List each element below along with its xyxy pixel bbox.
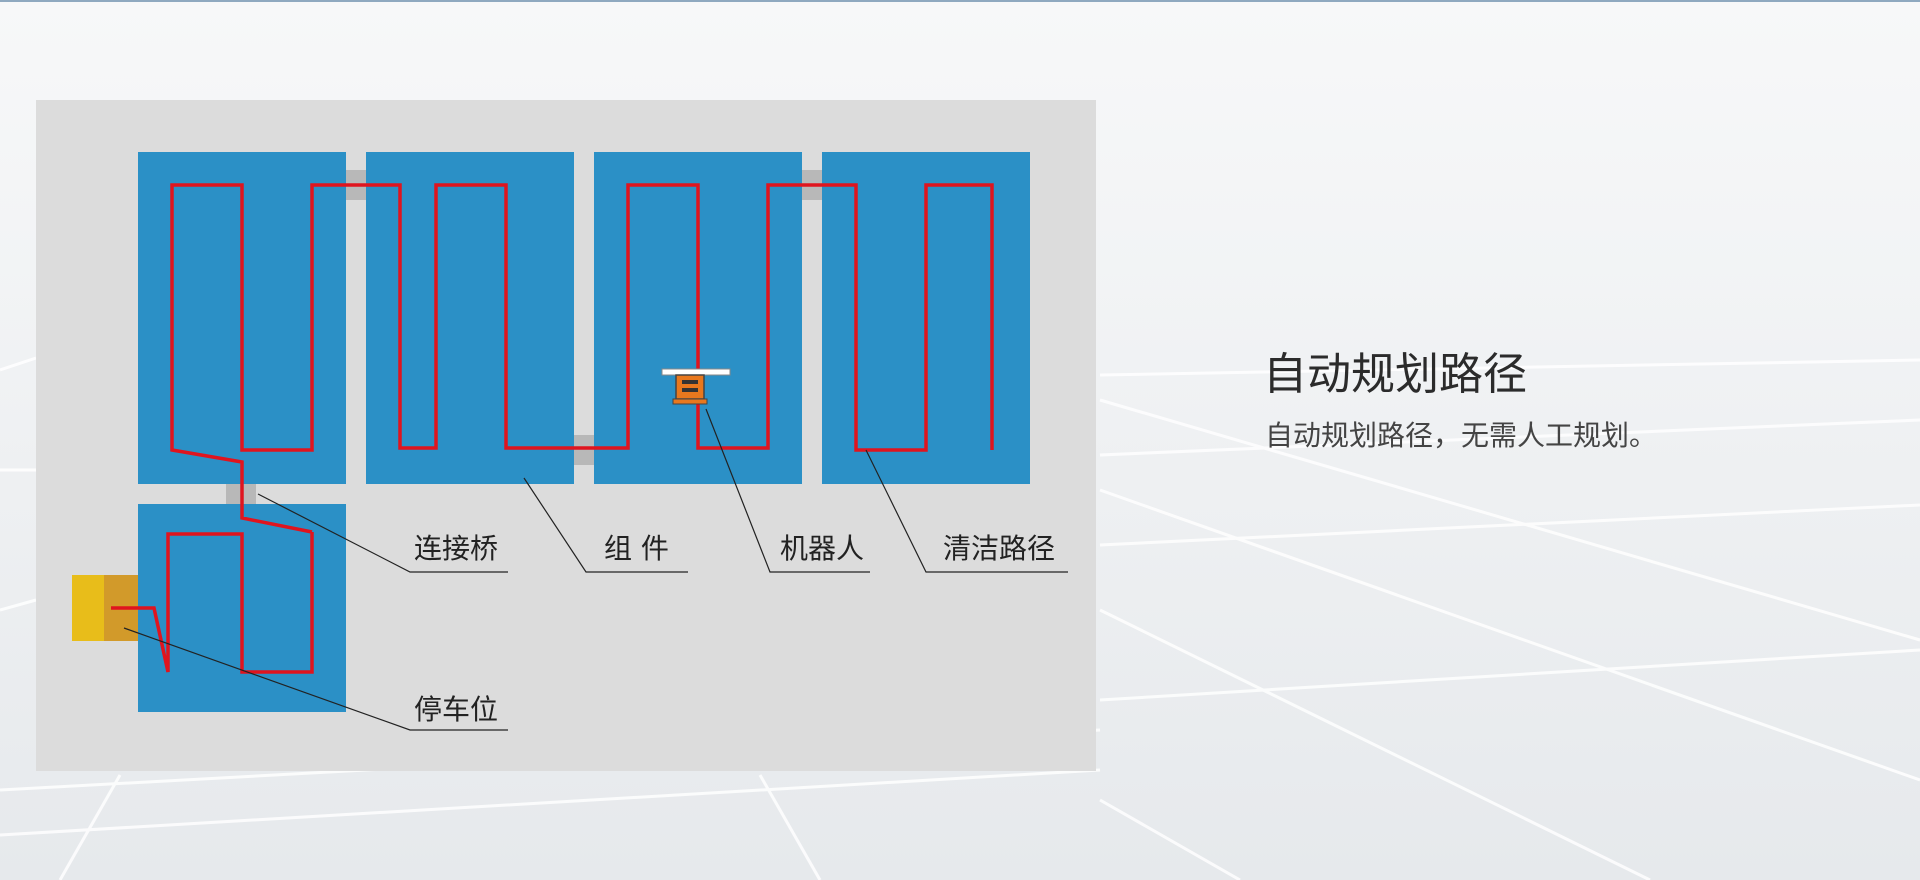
path-leader-line bbox=[865, 449, 1068, 573]
bridge-label: 连接桥 bbox=[414, 532, 498, 565]
parking-label: 停车位 bbox=[414, 693, 498, 726]
bridge-leader-line bbox=[257, 493, 508, 573]
page-subtitle: 自动规划路径，无需人工规划。 bbox=[1265, 419, 1658, 452]
robot-leader-line bbox=[705, 408, 870, 573]
bridge-2 bbox=[574, 435, 596, 465]
robot-icon bbox=[661, 368, 731, 405]
page-title: 自动规划路径 bbox=[1263, 349, 1527, 400]
cleaning-path-line bbox=[170, 183, 994, 534]
module-leader-line bbox=[523, 477, 688, 573]
parking-spot-left bbox=[72, 575, 104, 641]
top-border bbox=[0, 0, 1920, 2]
cleaning-path-diagram: 连接桥 组 件 机器人 清洁路径 停车位 bbox=[36, 100, 1096, 771]
module-label: 组 件 bbox=[604, 532, 669, 565]
path-label: 清洁路径 bbox=[943, 532, 1055, 565]
solar-module-2 bbox=[366, 152, 574, 484]
parking-leader-line bbox=[123, 627, 508, 731]
robot-label: 机器人 bbox=[780, 532, 864, 565]
cleaning-path-line-lower bbox=[111, 532, 314, 674]
